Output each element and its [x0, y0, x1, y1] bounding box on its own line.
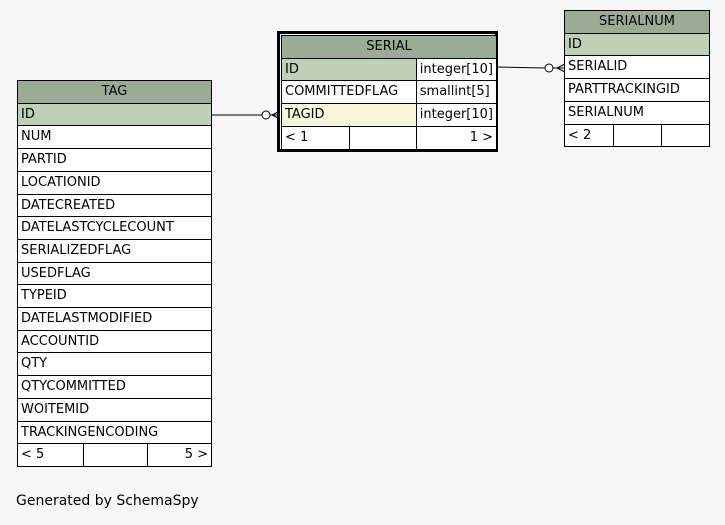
generated-by-text: Generated by SchemaSpy: [16, 493, 199, 509]
parents-count[interactable]: < 5: [17, 443, 84, 467]
relation-tag-serial: [211, 110, 281, 120]
parents-count[interactable]: < 1: [281, 125, 350, 150]
column-name[interactable]: COMMITTEDFLAG: [281, 80, 417, 105]
table-title[interactable]: SERIAL: [281, 35, 497, 59]
column-row[interactable]: DATELASTMODIFIED: [17, 307, 212, 331]
table-title[interactable]: TAG: [17, 80, 212, 104]
footer-spacer: [348, 125, 417, 150]
tag-table[interactable]: TAG ID NUM PARTID LOCATIONID DATECREATED…: [17, 80, 212, 467]
column-type: integer[10]: [415, 57, 498, 82]
footer-spacer: [613, 123, 662, 148]
column-row[interactable]: QTY: [17, 352, 212, 377]
column-row[interactable]: SERIALID: [564, 55, 710, 80]
children-count[interactable]: 5 >: [147, 443, 212, 467]
children-count[interactable]: [661, 123, 710, 148]
column-name[interactable]: ID: [281, 57, 417, 82]
children-count[interactable]: 1 >: [415, 125, 498, 150]
column-row[interactable]: QTYCOMMITTED: [17, 375, 212, 399]
column-row[interactable]: PARTTRACKINGID: [564, 78, 710, 102]
column-row[interactable]: LOCATIONID: [17, 170, 212, 195]
column-row[interactable]: PARTID: [17, 148, 212, 172]
serial-table[interactable]: SERIAL ID integer[10] COMMITTEDFLAG smal…: [281, 35, 498, 150]
relation-serial-serialnum: [496, 63, 566, 73]
column-row[interactable]: TRACKINGENCODING: [17, 420, 212, 445]
column-row[interactable]: WOITEMID: [17, 397, 212, 422]
column-type: smallint[5]: [415, 80, 498, 105]
column-name[interactable]: TAGID: [281, 103, 417, 127]
column-type: integer[10]: [415, 103, 498, 127]
serial-table-frame: SERIAL ID integer[10] COMMITTEDFLAG smal…: [277, 31, 498, 152]
serialnum-table[interactable]: SERIALNUM ID SERIALID PARTTRACKINGID SER…: [564, 10, 710, 148]
column-row[interactable]: SERIALIZEDFLAG: [17, 238, 212, 263]
column-row[interactable]: NUM: [17, 125, 212, 150]
column-row[interactable]: SERIALNUM: [564, 100, 710, 125]
table-title[interactable]: SERIALNUM: [564, 10, 710, 34]
column-row[interactable]: USEDFLAG: [17, 261, 212, 286]
parents-count[interactable]: < 2: [564, 123, 614, 148]
column-row[interactable]: ACCOUNTID: [17, 329, 212, 354]
column-row[interactable]: ID: [564, 32, 710, 57]
column-row[interactable]: TYPEID: [17, 284, 212, 309]
column-row[interactable]: DATECREATED: [17, 193, 212, 218]
column-row[interactable]: ID: [17, 102, 212, 127]
footer-spacer: [83, 443, 148, 467]
column-row[interactable]: DATELASTCYCLECOUNT: [17, 216, 212, 240]
